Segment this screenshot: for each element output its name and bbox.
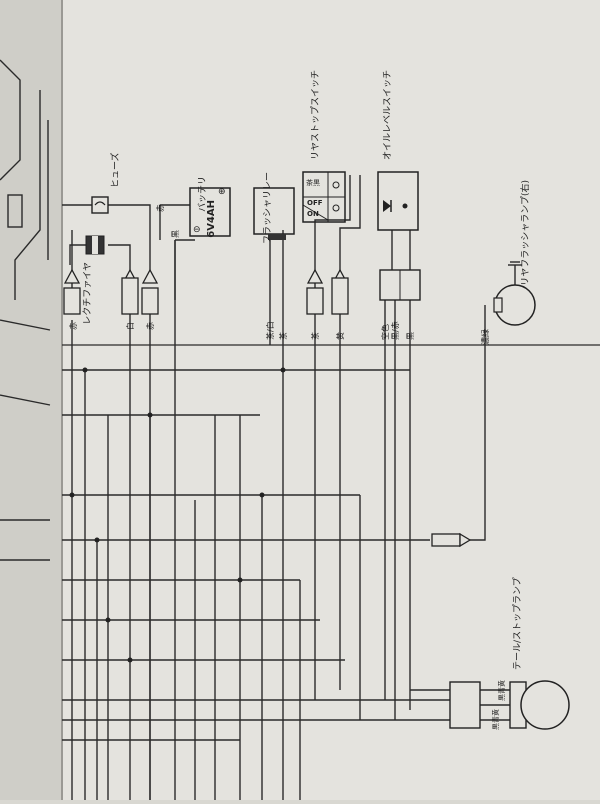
- wire-label-red-1: 赤: [69, 322, 78, 330]
- wire-label-black-2: 黒: [406, 332, 415, 340]
- flasher-relay-label: フラッシャリレー: [262, 172, 273, 244]
- wire-label-brown-2: 茶: [310, 332, 320, 340]
- wire-label-black: 黒: [171, 230, 180, 238]
- tail-stop-lamp-label: テール/ストップランプ: [512, 577, 523, 670]
- rectifier-label: レクチファイヤ: [82, 262, 93, 325]
- tail-lamp-connector-left: [449, 681, 481, 729]
- rear-stop-switch-symbol: [302, 171, 346, 223]
- switch-on-label: ON: [307, 210, 319, 218]
- flasher-relay-connector: [268, 234, 286, 240]
- fuse-symbol: [91, 196, 109, 214]
- switch-header-label: 茶黒: [306, 178, 320, 187]
- battery-label: バッテリ: [197, 176, 208, 212]
- wire-label-black-red: 黒/赤: [391, 321, 400, 340]
- bullet-connectors: [63, 268, 349, 315]
- junction-dots: [69, 367, 286, 663]
- rear-stop-switch-label: リヤストップスイッチ: [310, 70, 321, 160]
- left-page: [0, 0, 62, 800]
- fuse-label: ヒューズ: [109, 152, 121, 188]
- wire-label-dark-green: 濃緑: [480, 329, 490, 345]
- wires: [0, 59, 600, 800]
- rectifier-symbol: [85, 235, 105, 255]
- rear-flasher-connector: [431, 533, 461, 547]
- wire-label-brown-1: 茶: [278, 332, 288, 340]
- wire-label-red-3: 赤: [156, 204, 165, 212]
- wire-label-yellow: 黄: [335, 332, 345, 340]
- tail-wires-right-label: 黒青黄: [497, 680, 506, 701]
- battery-spec: 6V4AH: [206, 200, 217, 238]
- oil-level-switch-symbol: [377, 171, 419, 231]
- tail-stop-lamp-symbol: [520, 680, 570, 730]
- wire-label-brown-white: 茶/白: [265, 321, 275, 340]
- wire-label-white: 白: [125, 322, 135, 330]
- oil-level-switch-label: オイルレベルスイッチ: [382, 70, 393, 160]
- battery-plus: ⊕: [218, 187, 226, 197]
- rear-flasher-lamp-label: リヤフラッシャランプ(右): [519, 180, 531, 286]
- battery-minus: ⊖: [193, 225, 201, 235]
- battery-symbol: [189, 187, 231, 237]
- tail-wires-left-label: 黒青黄: [491, 709, 500, 730]
- wire-label-sky: 空色: [380, 324, 390, 340]
- switch-off-label: OFF: [307, 199, 323, 207]
- wire-label-red-2: 赤: [146, 322, 155, 330]
